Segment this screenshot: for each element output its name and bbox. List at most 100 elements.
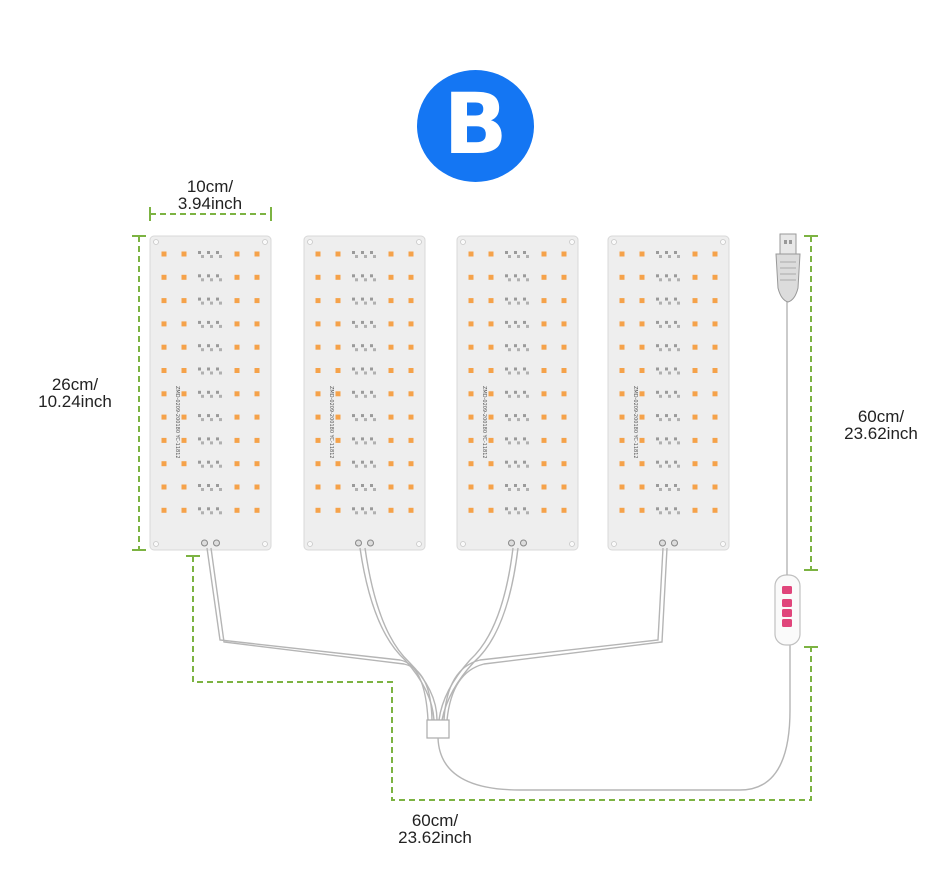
led-chip	[639, 251, 645, 257]
smd-component	[201, 418, 204, 422]
smd-component	[656, 460, 659, 464]
led-chip	[692, 484, 698, 490]
terminal	[659, 539, 666, 547]
smd-component	[201, 255, 204, 258]
smd-component	[373, 464, 376, 468]
smd-component	[201, 394, 204, 398]
smd-component	[352, 484, 355, 487]
smd-component	[370, 460, 373, 464]
led-chip	[692, 321, 698, 327]
smd-component	[514, 414, 517, 418]
smd-component	[216, 414, 219, 418]
led-chip	[712, 274, 718, 280]
smd-component	[677, 464, 680, 468]
smd-component	[517, 278, 520, 282]
led-chip	[388, 461, 394, 467]
smd-component	[665, 297, 668, 301]
smd-component	[216, 367, 219, 371]
smd-component	[210, 255, 213, 258]
smd-component	[517, 441, 520, 445]
led-chip	[315, 507, 321, 513]
usb-plug-metal	[779, 233, 797, 255]
smd-component	[674, 367, 677, 371]
smd-component	[201, 324, 204, 328]
led-chip	[161, 344, 167, 350]
smd-component	[505, 414, 508, 418]
led-chip	[619, 484, 625, 490]
led-chip	[639, 414, 645, 420]
led-chip	[639, 437, 645, 443]
led-chip	[254, 368, 260, 373]
smd-component	[207, 274, 210, 278]
smd-component	[668, 441, 671, 445]
smd-component	[364, 488, 367, 491]
led-chip	[619, 344, 625, 350]
smd-component	[523, 460, 526, 464]
controller-button	[782, 586, 792, 594]
smd-component	[219, 255, 222, 258]
smd-component	[370, 297, 373, 301]
led-chip	[161, 484, 167, 490]
smd-component	[517, 418, 520, 422]
smd-component	[364, 278, 367, 282]
smd-component	[361, 390, 364, 394]
smd-component	[656, 484, 659, 487]
smd-component	[210, 301, 213, 305]
smd-component	[526, 255, 529, 258]
led-chip	[254, 274, 260, 280]
led-chip	[712, 344, 718, 350]
smd-component	[526, 418, 529, 422]
smd-component	[526, 464, 529, 468]
terminal	[671, 539, 678, 547]
led-panel-1: ZMD-0209-200180 YC-11812	[149, 235, 272, 551]
smd-component	[505, 367, 508, 371]
smd-component	[505, 297, 508, 301]
smd-component	[659, 488, 662, 491]
smd-component	[198, 484, 201, 487]
mount-hole	[569, 239, 575, 245]
terminal	[213, 539, 220, 547]
smd-component	[514, 390, 517, 394]
mount-hole	[153, 541, 159, 547]
led-chip	[488, 461, 494, 467]
led-chip	[488, 274, 494, 280]
smd-component	[668, 511, 671, 515]
smd-component	[505, 507, 508, 511]
smd-component	[355, 394, 358, 398]
panel-board	[456, 235, 579, 551]
smd-component	[364, 255, 367, 258]
led-chip	[541, 391, 547, 397]
smd-component	[370, 367, 373, 371]
led-chip	[468, 274, 474, 280]
led-chip	[692, 461, 698, 467]
led-chip	[408, 484, 414, 490]
led-chip	[408, 368, 414, 373]
smd-component	[505, 320, 508, 324]
led-chip	[335, 507, 341, 513]
led-chip	[561, 414, 567, 420]
smd-component	[364, 348, 367, 352]
smd-component	[201, 348, 204, 352]
smd-component	[514, 344, 517, 348]
smd-component	[517, 394, 520, 398]
smd-component	[526, 394, 529, 398]
led-chip	[315, 461, 321, 467]
smd-component	[677, 301, 680, 305]
smd-component	[352, 437, 355, 441]
smd-component	[523, 437, 526, 441]
smd-component	[216, 390, 219, 394]
led-chip	[468, 461, 474, 467]
led-chip	[488, 321, 494, 327]
led-chip	[541, 368, 547, 373]
led-chip	[541, 298, 547, 304]
smd-component	[674, 251, 677, 254]
led-chip	[388, 344, 394, 350]
smd-component	[523, 484, 526, 487]
smd-component	[677, 511, 680, 515]
smd-component	[216, 320, 219, 324]
terminal	[367, 539, 374, 547]
smd-component	[508, 488, 511, 491]
smd-component	[352, 507, 355, 511]
controller-button	[782, 599, 792, 607]
smd-component	[517, 511, 520, 515]
